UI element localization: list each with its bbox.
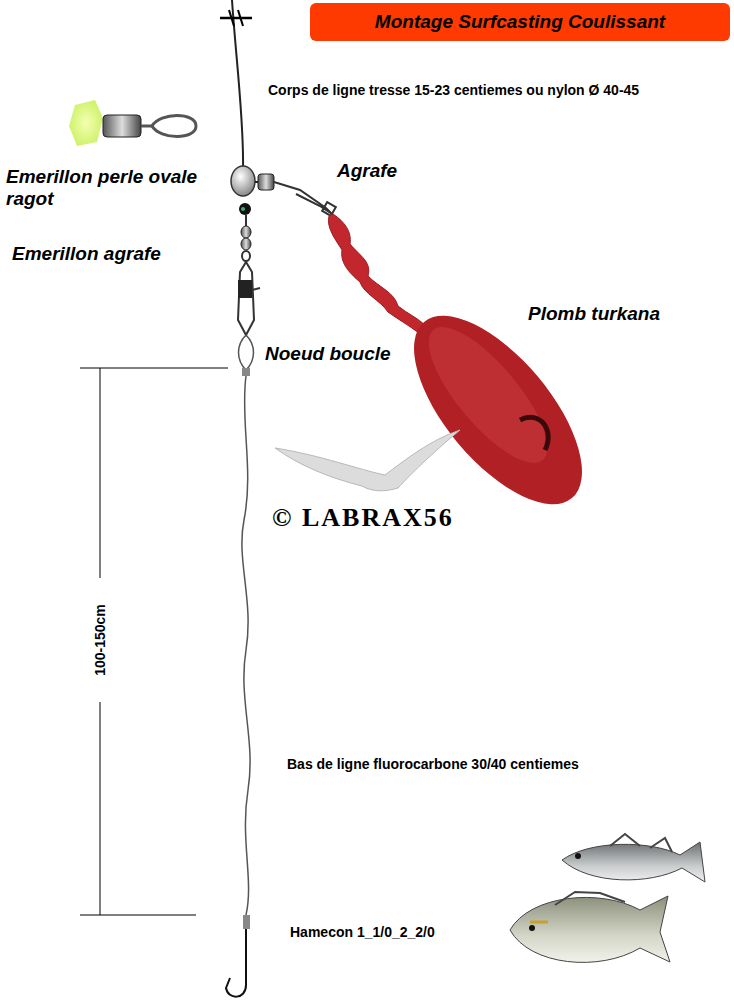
stop-bead-shine — [241, 207, 245, 211]
part-callout: Emerillon perle ovale ragot — [6, 166, 234, 210]
dimension-line — [100, 702, 101, 915]
gold-brow — [530, 921, 548, 924]
fish-eye — [529, 925, 535, 931]
part-callout: Agrafe — [337, 160, 397, 182]
fish-eye — [575, 853, 581, 859]
swivel-link — [255, 181, 258, 183]
hook — [226, 929, 246, 997]
sinker-tail — [328, 214, 426, 334]
fin — [610, 834, 672, 852]
fin — [555, 892, 625, 905]
snap-lock — [252, 288, 260, 290]
dimension-tick — [80, 915, 196, 916]
title-banner: Montage Surfcasting Coulissant — [310, 3, 730, 41]
line-callout: Bas de ligne fluorocarbone 30/40 centiem… — [287, 756, 579, 773]
oval-bead — [231, 166, 255, 196]
hook-callout: Hamecon 1_1/0_2_2/0 — [290, 924, 435, 941]
line-mark — [220, 17, 252, 20]
loop-knot — [239, 335, 254, 370]
hook-knot — [243, 915, 250, 929]
snap-swivel — [242, 251, 250, 261]
snap-lock — [238, 280, 252, 298]
dimension-tick — [80, 368, 228, 369]
knot — [242, 368, 250, 376]
swivel-link — [245, 215, 247, 226]
sea-bass — [562, 842, 705, 882]
leader-line — [242, 376, 250, 915]
gull — [275, 430, 460, 491]
snap — [238, 262, 254, 335]
watermark: © LABRAX56 — [272, 503, 454, 533]
snap-swivel — [241, 238, 251, 250]
line-mark — [238, 10, 243, 26]
part-callout: Noeud boucle — [265, 343, 391, 365]
dimension-label: 100-150cm — [92, 601, 108, 679]
dimension-line — [100, 368, 101, 578]
snap-swivel — [241, 226, 251, 238]
sea-bream — [510, 896, 670, 962]
part-callout: Emerillon agrafe — [12, 243, 161, 265]
sinker-shine — [410, 311, 565, 480]
line-callout: Corps de ligne tresse 15-23 centiemes ou… — [268, 82, 639, 99]
title-text: Montage Surfcasting Coulissant — [375, 11, 665, 33]
turkana-sinker — [384, 288, 612, 531]
sinker-logo — [520, 417, 548, 450]
part-callout: Plomb turkana — [528, 303, 660, 325]
stop-bead — [239, 203, 251, 215]
lumi-bead — [69, 100, 103, 146]
line-mark — [229, 10, 234, 26]
swivel-eye — [152, 116, 196, 137]
barrel-swivel — [258, 174, 274, 190]
barrel-swivel-icon — [103, 115, 141, 137]
clip-eye — [322, 202, 336, 216]
